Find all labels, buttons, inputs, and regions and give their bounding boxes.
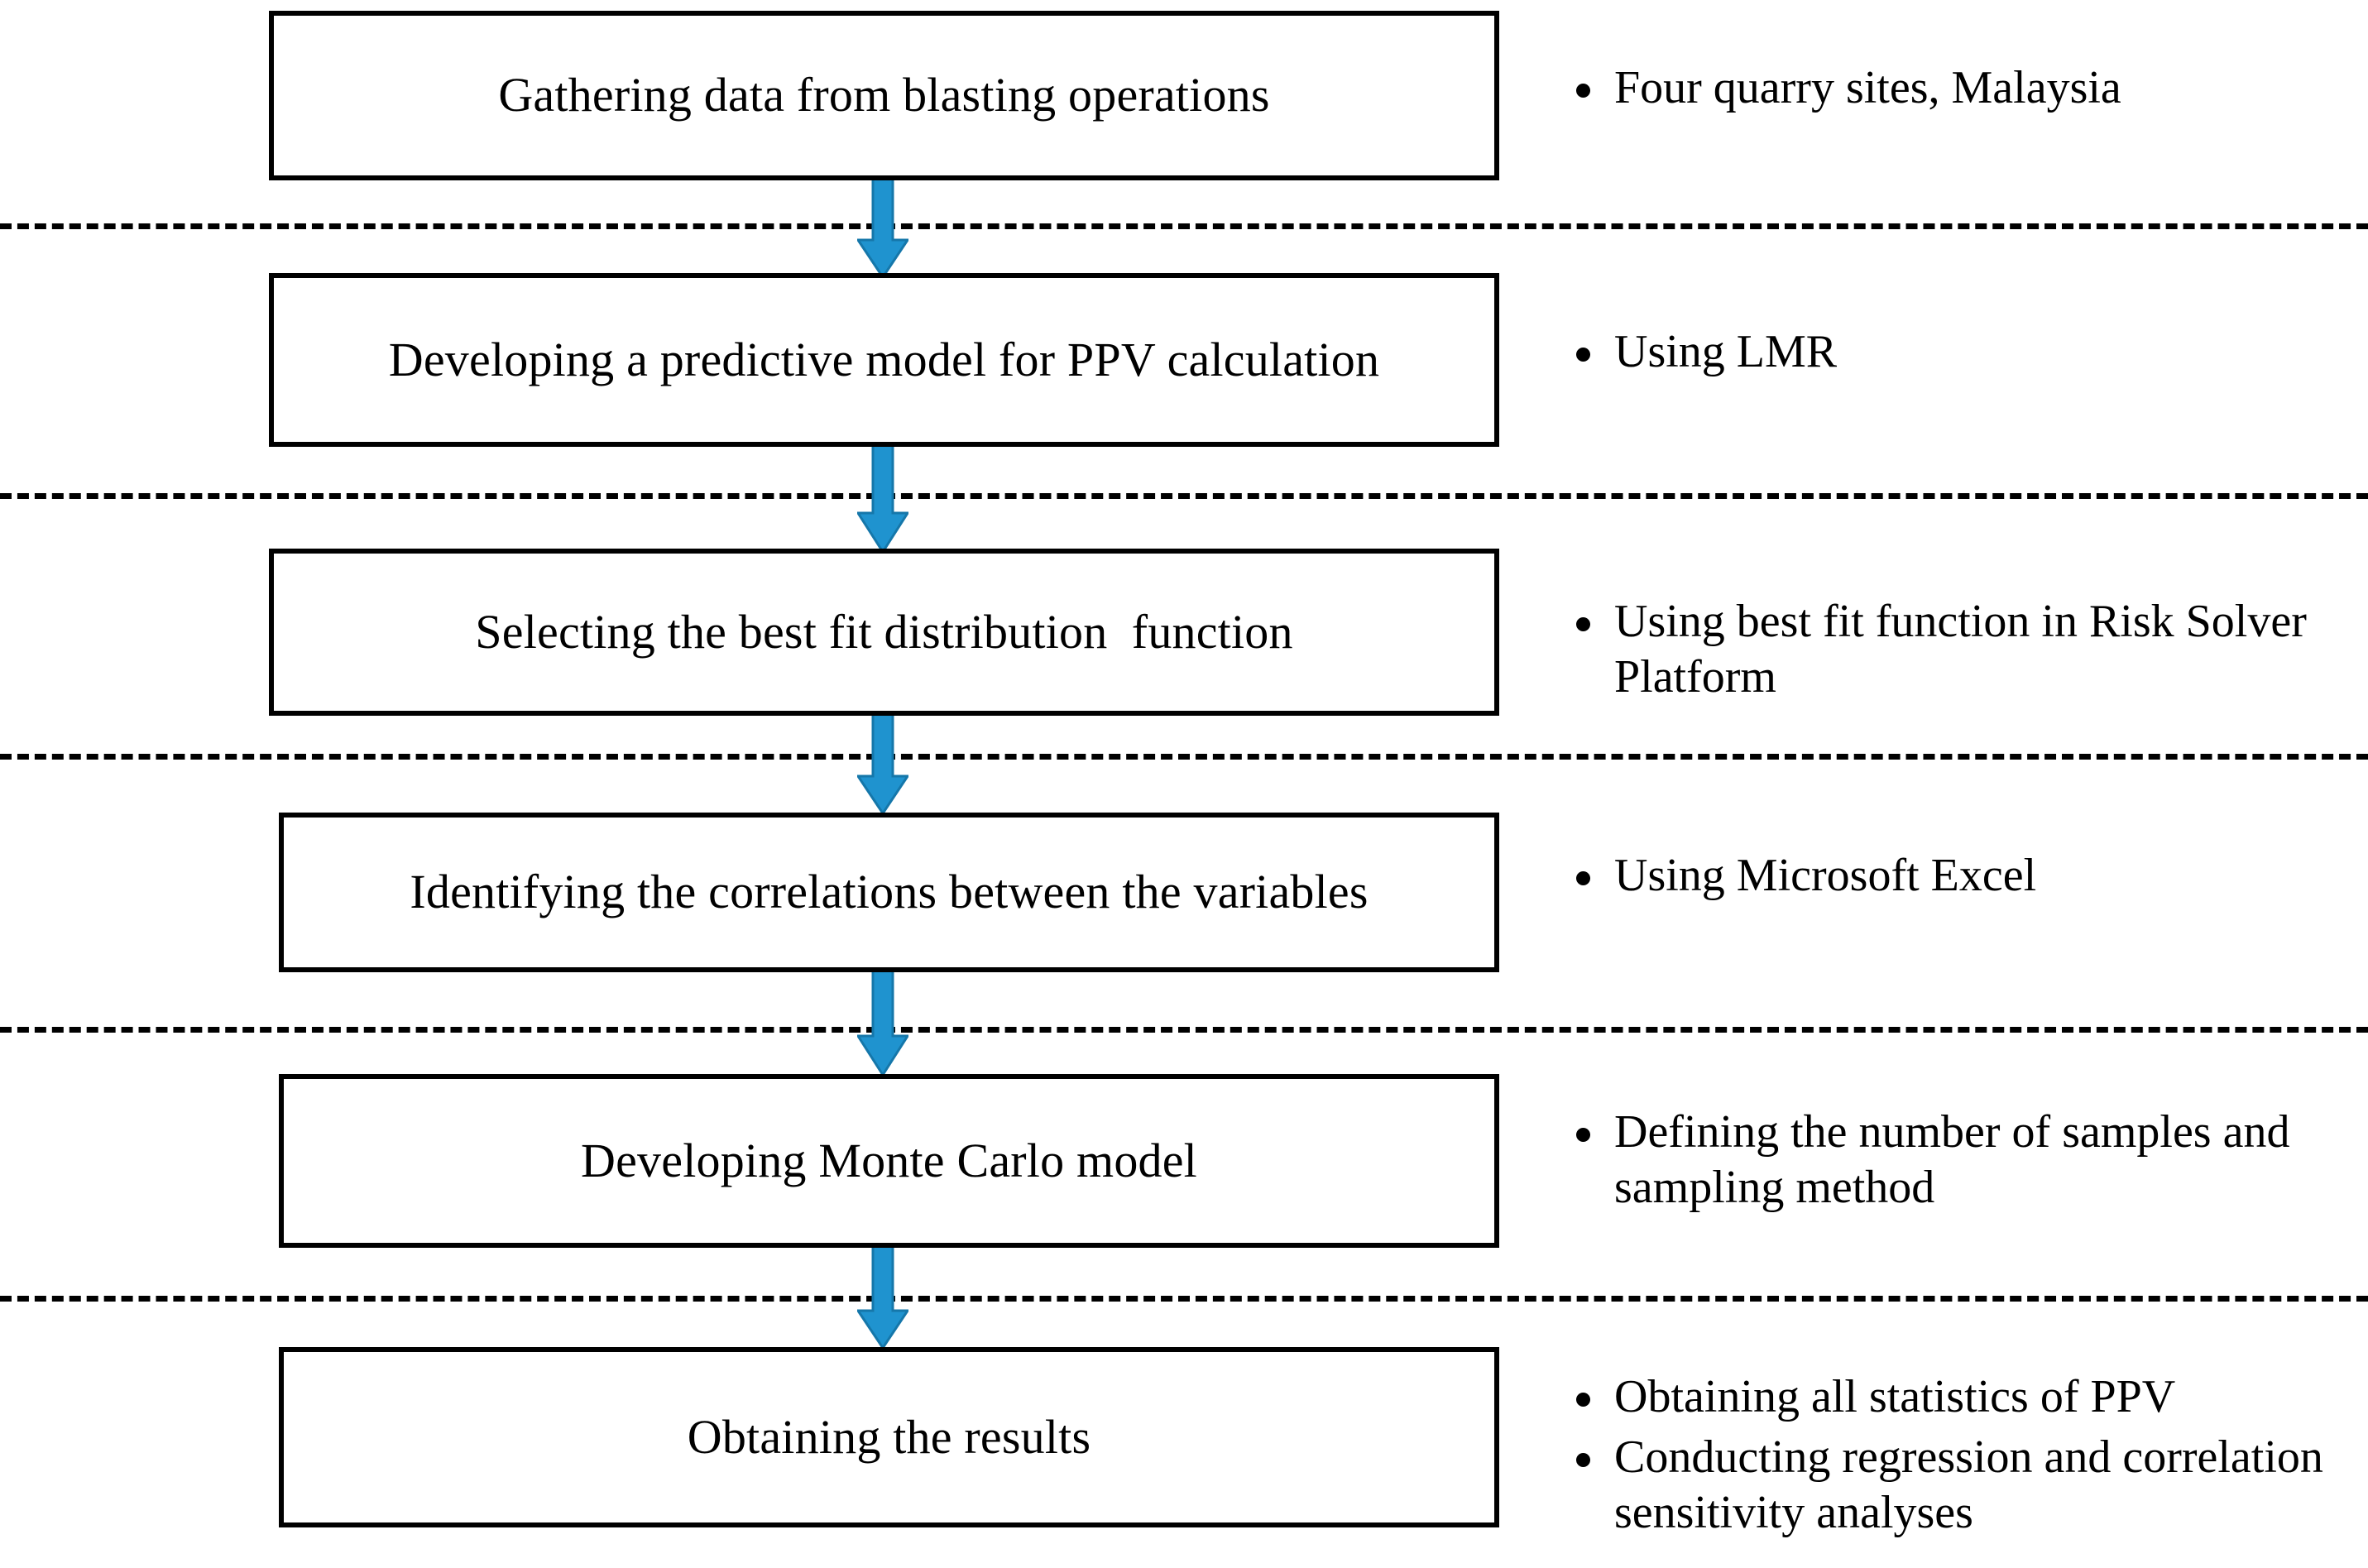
annotation-text: Using Microsoft Excel xyxy=(1614,850,2037,901)
down-arrow-icon-2 xyxy=(857,445,908,553)
process-box-6-label: Obtaining the results xyxy=(687,1409,1091,1464)
annotation-text: Obtaining all statistics of PPV xyxy=(1614,1371,2176,1422)
down-arrow-icon-5 xyxy=(857,1246,908,1349)
separator-line-1 xyxy=(0,223,2368,229)
annotation-item: Four quarry sites, Malaysia xyxy=(1568,60,2368,116)
process-box-1[interactable]: Gathering data from blasting operations xyxy=(269,11,1499,180)
down-arrow-icon-1 xyxy=(857,177,908,278)
process-box-2-label: Developing a predictive model for PPV ca… xyxy=(388,332,1380,386)
annotation-item: Conducting regression and correlation se… xyxy=(1568,1430,2368,1541)
process-box-4-label: Identifying the correlations between the… xyxy=(410,865,1369,919)
process-box-4[interactable]: Identifying the correlations between the… xyxy=(279,813,1499,972)
separator-line-2 xyxy=(0,493,2368,499)
annotation-text: Conducting regression and correlation se… xyxy=(1614,1431,2323,1539)
process-box-5[interactable]: Developing Monte Carlo model xyxy=(279,1074,1499,1248)
down-arrow-icon-3 xyxy=(857,713,908,814)
process-box-6[interactable]: Obtaining the results xyxy=(279,1347,1499,1527)
annotation-item: Using Microsoft Excel xyxy=(1568,848,2368,904)
annotation-text: Four quarry sites, Malaysia xyxy=(1614,62,2121,113)
annotation-group-6: Obtaining all statistics of PPV Conducti… xyxy=(1568,1369,2368,1546)
annotation-group-2: Using LMR xyxy=(1568,324,2368,385)
process-box-3[interactable]: Selecting the best fit distribution func… xyxy=(269,549,1499,716)
annotation-group-4: Using Microsoft Excel xyxy=(1568,848,2368,909)
process-box-3-label: Selecting the best fit distribution func… xyxy=(475,604,1293,659)
bullet-icon xyxy=(1576,1128,1590,1142)
process-box-2[interactable]: Developing a predictive model for PPV ca… xyxy=(269,273,1499,447)
process-box-1-label: Gathering data from blasting operations xyxy=(498,68,1270,122)
bullet-icon xyxy=(1576,617,1590,631)
annotation-item: Obtaining all statistics of PPV xyxy=(1568,1369,2368,1425)
bullet-icon xyxy=(1576,348,1590,362)
bullet-icon xyxy=(1576,1393,1590,1407)
annotation-group-1: Four quarry sites, Malaysia xyxy=(1568,60,2368,121)
annotation-text: Using LMR xyxy=(1614,326,1838,377)
bullet-icon xyxy=(1576,1453,1590,1468)
annotation-item: Defining the number of samples and sampl… xyxy=(1568,1105,2368,1216)
bullet-icon xyxy=(1576,871,1590,885)
separator-line-4 xyxy=(0,1027,2368,1033)
bullet-icon xyxy=(1576,84,1590,98)
process-box-5-label: Developing Monte Carlo model xyxy=(581,1133,1197,1187)
annotation-group-3: Using best fit function in Risk Solver P… xyxy=(1568,594,2368,710)
down-arrow-icon-4 xyxy=(857,970,908,1076)
annotation-text: Defining the number of samples and sampl… xyxy=(1614,1106,2290,1214)
separator-line-3 xyxy=(0,754,2368,760)
annotation-group-5: Defining the number of samples and sampl… xyxy=(1568,1105,2368,1220)
annotation-item: Using best fit function in Risk Solver P… xyxy=(1568,594,2368,705)
annotation-item: Using LMR xyxy=(1568,324,2368,380)
separator-line-5 xyxy=(0,1296,2368,1302)
annotation-text: Using best fit function in Risk Solver P… xyxy=(1614,596,2307,703)
